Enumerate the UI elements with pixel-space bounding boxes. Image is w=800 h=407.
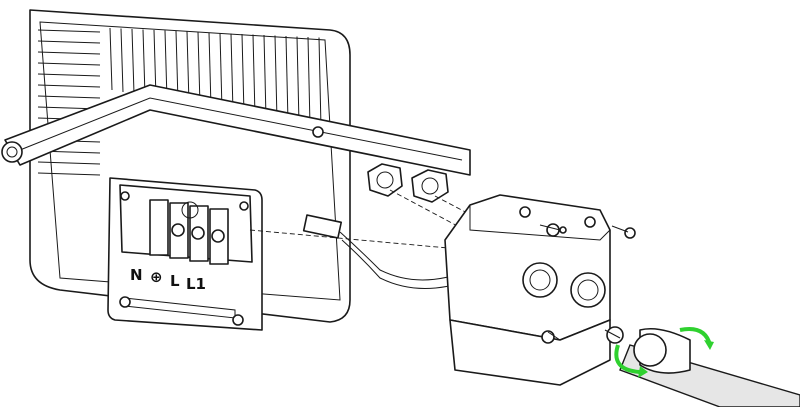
cooling-fin	[318, 37, 322, 129]
cooling-fin	[37, 161, 101, 165]
internal-wiring	[302, 214, 471, 289]
cooling-fin	[296, 36, 300, 125]
rotation-arrows	[614, 327, 714, 378]
cooling-fin	[197, 31, 201, 107]
cooling-fin	[252, 34, 256, 117]
cooling-fin	[37, 84, 101, 88]
terminal-label-l1: L1	[186, 275, 206, 293]
power-cable	[606, 326, 800, 407]
cooling-fin	[307, 36, 311, 127]
cooling-fin	[241, 33, 245, 115]
terminal-label-l: L	[170, 272, 180, 290]
cooling-fin	[37, 29, 101, 33]
cooling-fin	[263, 34, 267, 119]
cooling-fin	[285, 35, 289, 123]
cooling-fin	[109, 27, 113, 91]
cooling-fin	[37, 95, 101, 99]
cooling-fin	[208, 32, 212, 109]
tighten-arrow-icon	[614, 344, 641, 374]
cooling-fin	[37, 73, 101, 77]
junction-box	[444, 194, 636, 386]
cooling-fin	[142, 29, 146, 97]
cooling-fin	[274, 35, 278, 121]
cooling-fin	[120, 28, 124, 93]
terminal-compartment: N ⊕ L L1	[107, 177, 263, 331]
cooling-fin	[219, 32, 223, 111]
cooling-fin	[131, 28, 135, 95]
terminal-label-earth: ⊕	[150, 268, 163, 286]
cooling-fin	[37, 62, 101, 66]
gland-nuts	[367, 163, 449, 203]
cooling-fin	[37, 172, 101, 176]
screws	[539, 224, 629, 341]
cooling-fin	[230, 33, 234, 113]
cooling-fin	[37, 40, 101, 44]
mounting-bracket	[1, 84, 471, 176]
terminal-label-n: N	[130, 266, 143, 284]
cooling-fin	[37, 51, 101, 55]
cooling-fin	[186, 31, 190, 105]
